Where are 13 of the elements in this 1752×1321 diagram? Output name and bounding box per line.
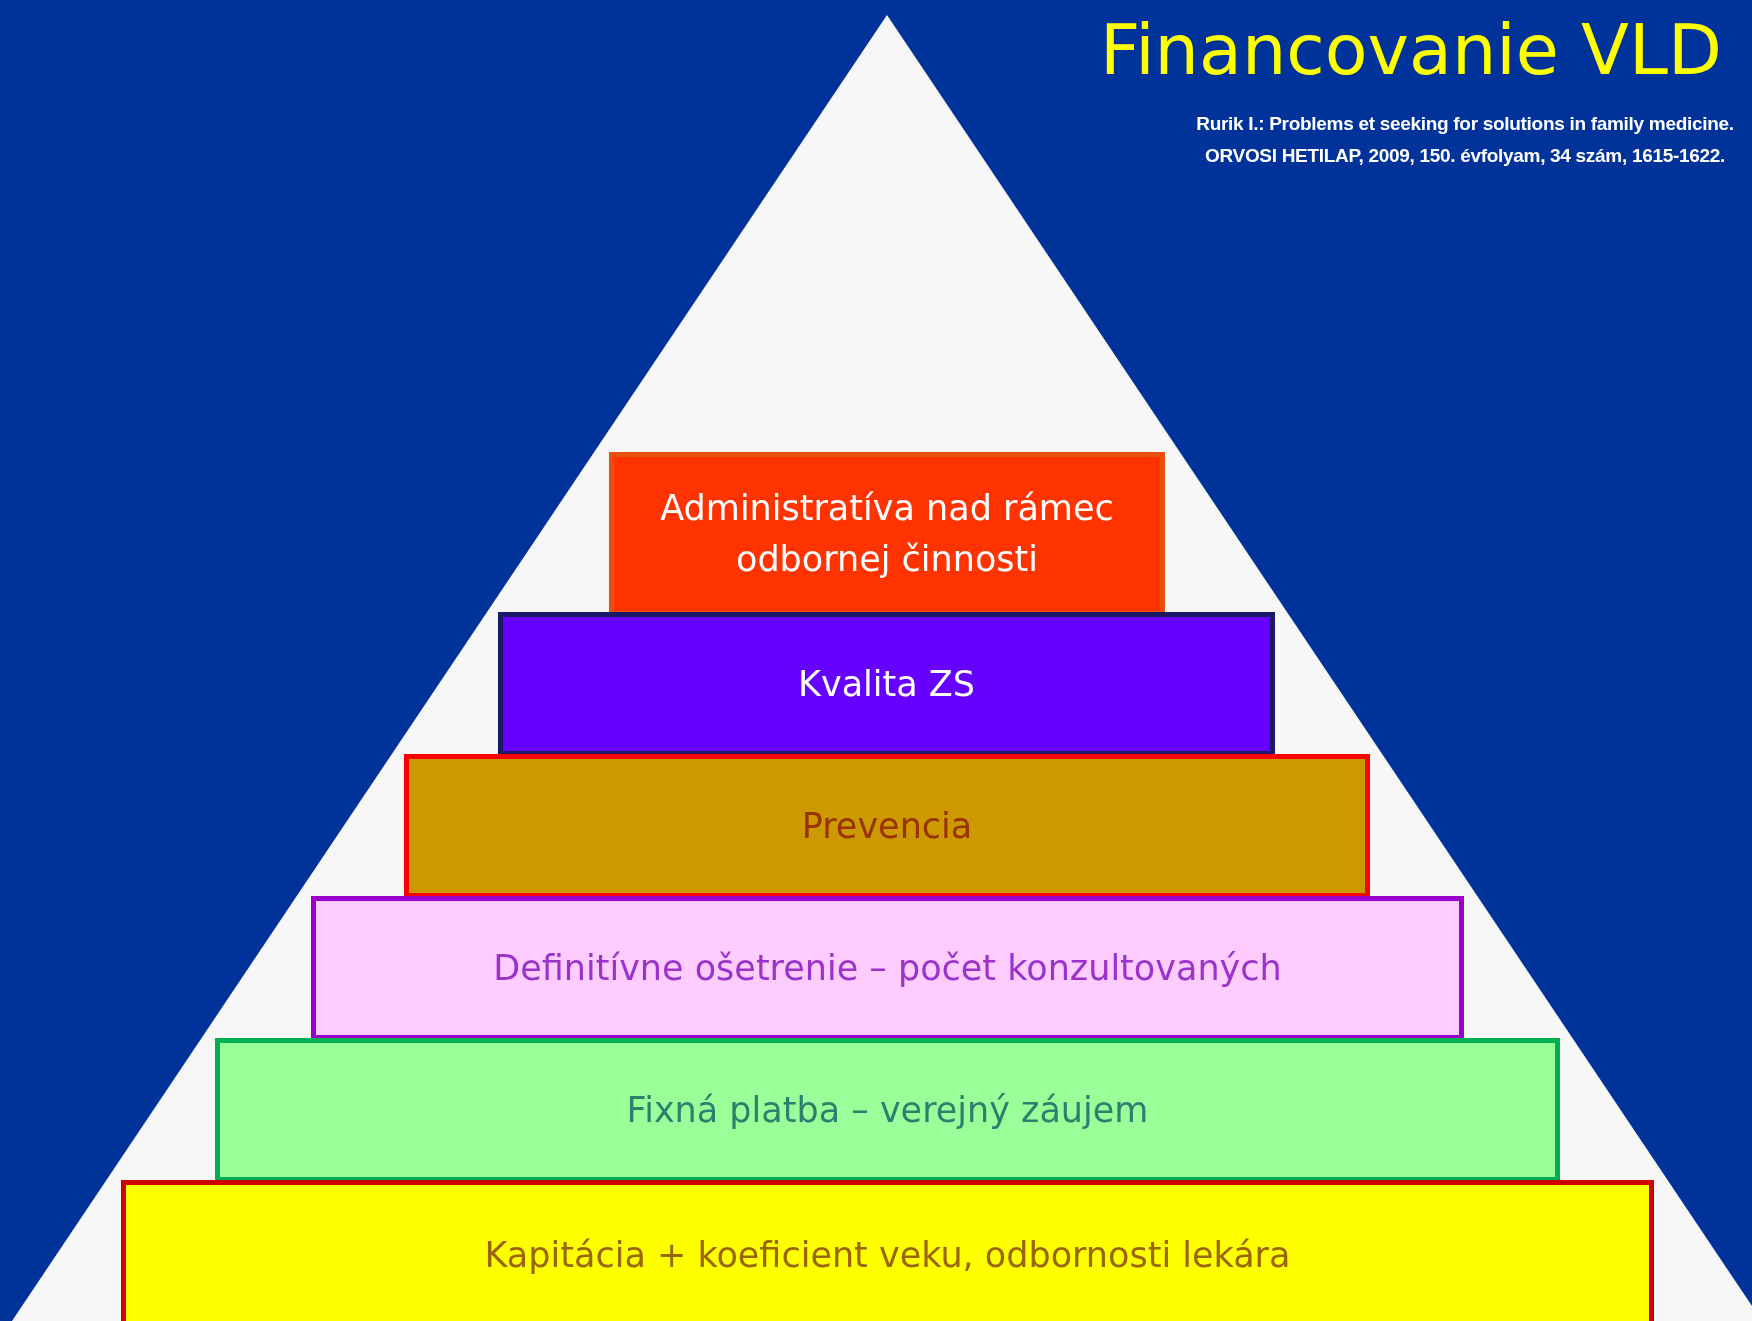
pyramid-level <box>404 754 1370 898</box>
pyramid-level <box>498 612 1275 756</box>
citation-text: Rurik I.: Problems et seeking for solutions in family medicine. ORVOSI HETILAP, 2009, 150. évfolyam, 34 szám, 1615-1622. <box>1195 112 1735 168</box>
title: Financovanie VLD <box>1100 8 1722 92</box>
level-label: Fixná platba – verejný záujem <box>625 1088 1150 1132</box>
pyramid-level <box>121 1180 1654 1321</box>
level-label: Kvalita ZS <box>796 662 977 706</box>
pyramid-level <box>215 1038 1560 1182</box>
pyramid-level <box>311 896 1464 1040</box>
level-label: Prevencia <box>800 804 974 848</box>
level-label: Kapitácia + koeficient veku, odbornosti lekára <box>483 1233 1292 1277</box>
level-label: Administratíva nad rámec odbornej činnosti <box>659 487 1115 581</box>
level-label: Definitívne ošetrenie – počet konzultovaných <box>492 946 1283 990</box>
